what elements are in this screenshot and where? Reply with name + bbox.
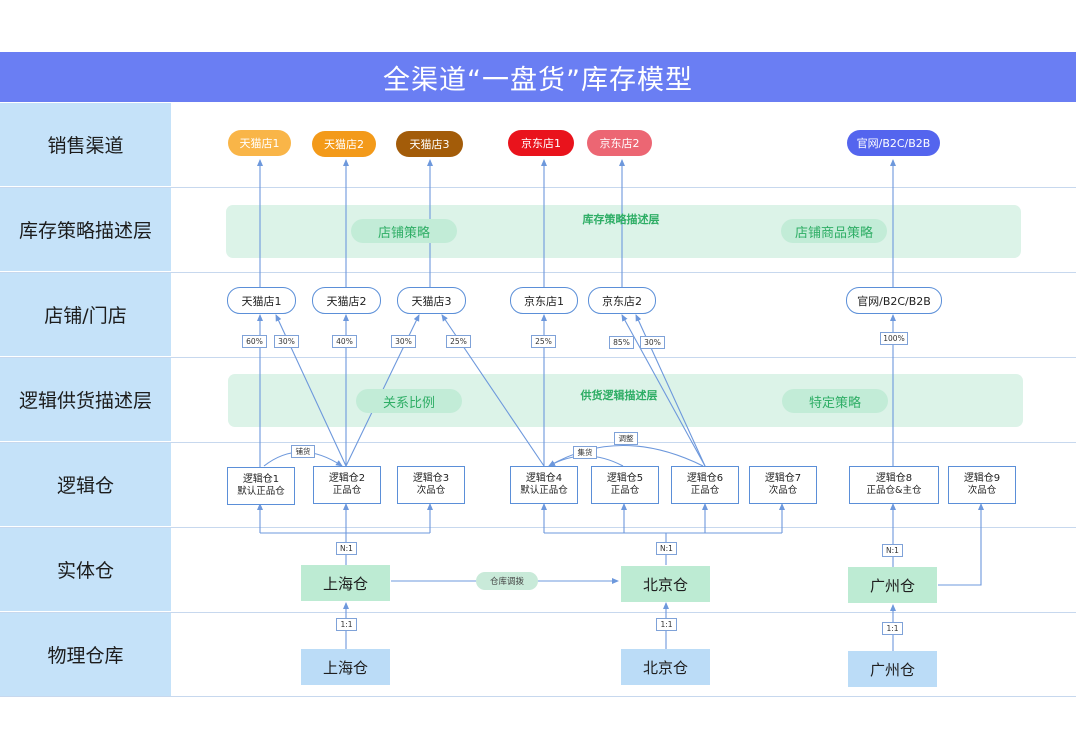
physical-warehouse-beijing: 北京仓 <box>621 649 710 685</box>
specific-strategy-chip: 特定策略 <box>782 389 888 413</box>
channel-official: 官网/B2C/B2B <box>847 130 940 156</box>
logic-warehouse-name: 逻辑仓8 <box>875 473 913 484</box>
row-divider <box>0 696 1076 697</box>
logic-warehouse-8: 逻辑仓8 正品仓&主仓 <box>849 466 939 504</box>
adjust-label: 调整 <box>614 432 638 445</box>
logic-warehouse-name: 逻辑仓2 <box>328 473 366 484</box>
collect-label: 集货 <box>573 446 597 459</box>
row-divider <box>0 527 1076 528</box>
logic-warehouse-name: 逻辑仓7 <box>764 473 802 484</box>
logic-warehouse-type: 正品仓 <box>690 485 720 496</box>
ratio-label: 85% <box>609 336 634 349</box>
row-divider <box>0 187 1076 188</box>
row-divider <box>0 612 1076 613</box>
store-product-strategy-chip: 店铺商品策略 <box>781 219 887 243</box>
one-to-one-label: 1:1 <box>656 618 677 631</box>
logic-warehouse-4: 逻辑仓4 默认正品仓 <box>510 466 578 504</box>
ratio-label: 40% <box>332 335 357 348</box>
store-tmall-2: 天猫店2 <box>312 287 381 314</box>
logic-to-store-line <box>621 314 706 467</box>
row-label-sales-channel: 销售渠道 <box>0 103 171 186</box>
row-divider <box>0 272 1076 273</box>
warehouse-transfer-label: 仓库调拨 <box>476 572 538 590</box>
channel-jd-2: 京东店2 <box>587 130 652 156</box>
logic-warehouse-7: 逻辑仓7 次品仓 <box>749 466 817 504</box>
logic-warehouse-name: 逻辑仓4 <box>525 473 563 484</box>
n-to-1-label: N:1 <box>656 542 677 555</box>
ratio-label: 25% <box>531 335 556 348</box>
one-to-one-label: 1:1 <box>336 618 357 631</box>
store-strategy-chip: 店铺策略 <box>351 219 457 243</box>
supplement-label: 铺货 <box>291 445 315 458</box>
adjust-arc <box>548 445 704 467</box>
logic-warehouse-1: 逻辑仓1 默认正品仓 <box>227 467 295 505</box>
logic-warehouse-name: 逻辑仓3 <box>412 473 450 484</box>
physical-warehouse-guangzhou: 广州仓 <box>848 651 937 687</box>
entity-warehouse-shanghai: 上海仓 <box>301 565 390 601</box>
ratio-label: 100% <box>880 332 908 345</box>
n-to-1-label: N:1 <box>336 542 357 555</box>
channel-tmall-3: 天猫店3 <box>396 131 463 157</box>
logic-warehouse-type: 次品仓 <box>416 485 446 496</box>
entity-to-logic-line <box>938 503 984 586</box>
row-label-stores: 店铺/门店 <box>0 273 171 356</box>
store-jd-1: 京东店1 <box>510 287 578 314</box>
ratio-label: 30% <box>274 335 299 348</box>
logic-warehouse-type: 正品仓 <box>332 485 362 496</box>
ratio-label: 25% <box>446 335 471 348</box>
ratio-label: 60% <box>242 335 267 348</box>
store-official: 官网/B2C/B2B <box>846 287 942 314</box>
ratio-relation-chip: 关系比例 <box>356 389 462 413</box>
logic-warehouse-name: 逻辑仓9 <box>963 473 1001 484</box>
row-label-inventory-strategy: 库存策略描述层 <box>0 188 171 271</box>
logic-warehouse-type: 次品仓 <box>967 485 997 496</box>
store-tmall-1: 天猫店1 <box>227 287 296 314</box>
entity-warehouse-guangzhou: 广州仓 <box>848 567 937 603</box>
row-divider <box>0 442 1076 443</box>
store-tmall-3: 天猫店3 <box>397 287 466 314</box>
logic-warehouse-type: 默认正品仓 <box>237 486 285 497</box>
physical-warehouse-shanghai: 上海仓 <box>301 649 390 685</box>
channel-tmall-1: 天猫店1 <box>228 130 291 156</box>
entity-warehouse-beijing: 北京仓 <box>621 566 710 602</box>
supply-logic-band-title: 供货逻辑描述层 <box>580 389 658 402</box>
ratio-label: 30% <box>640 336 665 349</box>
logic-warehouse-6: 逻辑仓6 正品仓 <box>671 466 739 504</box>
channel-tmall-2: 天猫店2 <box>312 131 376 157</box>
logic-warehouse-type: 正品仓 <box>610 485 640 496</box>
logic-warehouse-name: 逻辑仓1 <box>242 474 280 485</box>
inventory-strategy-band-title: 库存策略描述层 <box>582 213 660 226</box>
row-label-physical-warehouse: 物理仓库 <box>0 613 171 696</box>
row-label-logic-warehouse: 逻辑仓 <box>0 443 171 526</box>
logic-warehouse-2: 逻辑仓2 正品仓 <box>313 466 381 504</box>
logic-warehouse-3: 逻辑仓3 次品仓 <box>397 466 465 504</box>
n-to-1-label: N:1 <box>882 544 903 557</box>
logic-warehouse-name: 逻辑仓6 <box>686 473 724 484</box>
logic-warehouse-name: 逻辑仓5 <box>606 473 644 484</box>
ratio-label: 30% <box>391 335 416 348</box>
diagram-title: 全渠道“一盘货”库存模型 <box>0 52 1076 102</box>
logic-warehouse-9: 逻辑仓9 次品仓 <box>948 466 1016 504</box>
logic-warehouse-type: 次品仓 <box>768 485 798 496</box>
logic-warehouse-type: 默认正品仓 <box>520 485 568 496</box>
row-divider <box>0 357 1076 358</box>
store-jd-2: 京东店2 <box>588 287 656 314</box>
channel-jd-1: 京东店1 <box>508 130 574 156</box>
one-to-one-label: 1:1 <box>882 622 903 635</box>
row-label-logic-supply: 逻辑供货描述层 <box>0 358 171 441</box>
logic-warehouse-type: 正品仓&主仓 <box>866 485 922 496</box>
logic-warehouse-5: 逻辑仓5 正品仓 <box>591 466 659 504</box>
row-label-entity-warehouse: 实体仓 <box>0 528 171 611</box>
